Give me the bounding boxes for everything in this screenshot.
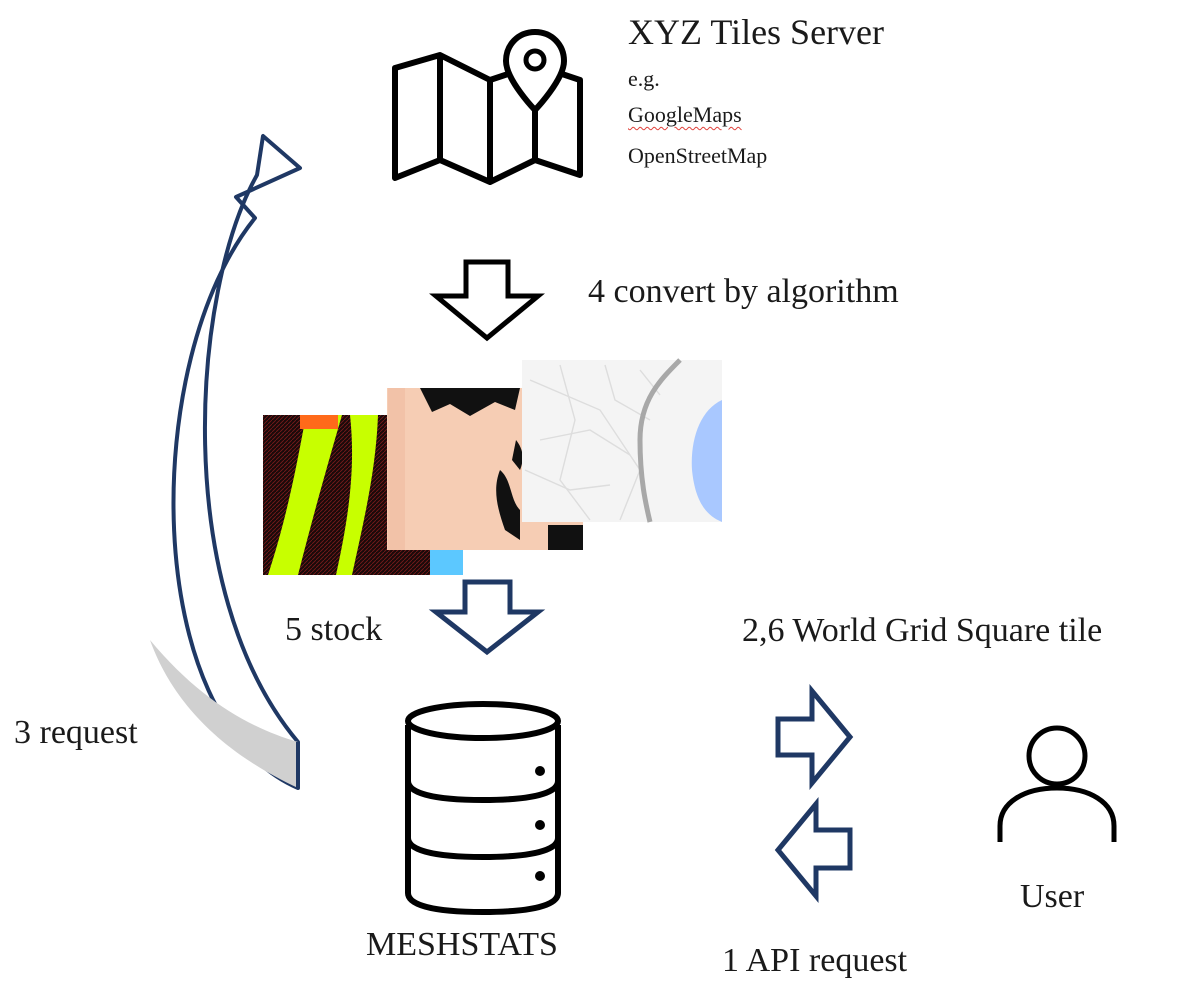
database-icon bbox=[405, 701, 561, 916]
step-request-label: 3 request bbox=[14, 714, 138, 751]
server-example-googlemaps: GoogleMaps bbox=[628, 102, 742, 127]
step-grid-tile-label: 2,6 World Grid Square tile bbox=[742, 612, 1103, 649]
server-title: XYZ Tiles Server bbox=[628, 12, 885, 52]
server-example-prefix: e.g. bbox=[628, 66, 660, 91]
stock-down-arrow bbox=[428, 579, 546, 656]
tile-image-street-map bbox=[522, 358, 722, 523]
tile-right-arrow bbox=[775, 684, 854, 790]
step-api-request-label: 1 API request bbox=[722, 942, 908, 979]
server-example-openstreetmap: OpenStreetMap bbox=[628, 143, 768, 168]
api-left-arrow bbox=[774, 797, 853, 903]
folded-map-icon bbox=[392, 52, 583, 185]
map-pin-icon bbox=[502, 28, 568, 160]
step-convert-label: 4 convert by algorithm bbox=[588, 273, 899, 310]
step-stock-label: 5 stock bbox=[285, 611, 383, 648]
database-label: MESHSTATS bbox=[366, 926, 558, 963]
user-icon bbox=[997, 725, 1117, 842]
user-label: User bbox=[1020, 878, 1085, 915]
request-curved-arrow bbox=[171, 134, 302, 790]
request-curved-arrow-shade bbox=[150, 640, 298, 788]
convert-down-arrow bbox=[429, 259, 545, 342]
